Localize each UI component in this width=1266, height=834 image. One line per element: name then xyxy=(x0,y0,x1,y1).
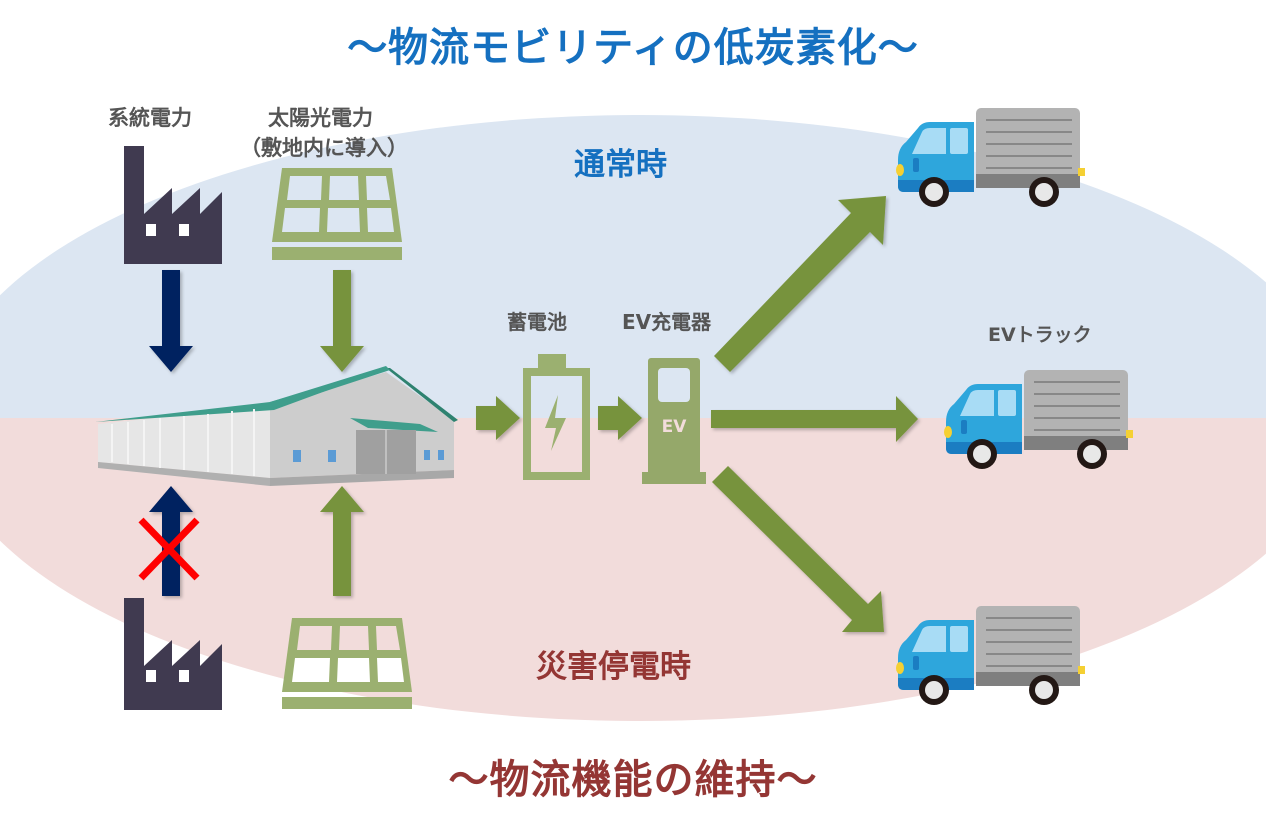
charger-to-truck-bottom-arrow xyxy=(712,466,884,632)
battery-to-charger-arrow xyxy=(598,396,642,440)
charger-to-truck-top-arrow xyxy=(714,196,886,372)
title-low-carbon-mobility: ～物流モビリティの低炭素化～ xyxy=(347,25,919,71)
disaster-outage-label: 災害停電時 xyxy=(536,649,691,685)
normal-time-label: 通常時 xyxy=(574,147,667,183)
battery-icon xyxy=(523,354,590,480)
solar-panel-icon xyxy=(272,168,402,260)
solar-to-warehouse-disaster-arrow xyxy=(320,486,364,596)
solar-power-note: （敷地内に導入） xyxy=(240,136,408,160)
grid-to-warehouse-blocked-arrow xyxy=(149,486,193,596)
ev-charger-icon: EV xyxy=(642,358,706,484)
ev-charger-badge: EV xyxy=(662,417,688,437)
solar-panel-disaster-icon xyxy=(282,618,412,709)
warehouse-to-battery-arrow xyxy=(476,396,520,440)
grid-power-label: 系統電力 xyxy=(108,106,192,130)
solar-to-warehouse-arrow xyxy=(320,270,364,372)
charger-to-truck-middle-arrow xyxy=(711,396,918,442)
warehouse-icon xyxy=(95,366,458,486)
title-logistics-continuity: ～物流機能の維持～ xyxy=(448,757,818,803)
ev-charger-label: EV充電器 xyxy=(622,310,712,334)
solar-power-label: 太陽光電力 xyxy=(268,106,373,130)
grid-power-factory-disaster-icon xyxy=(124,598,222,710)
battery-label: 蓄電池 xyxy=(507,310,567,334)
grid-power-factory-icon xyxy=(124,146,222,264)
ev-truck-label: EVトラック xyxy=(988,324,1092,346)
blocked-cross-icon xyxy=(138,517,200,581)
grid-to-warehouse-arrow xyxy=(149,270,193,372)
